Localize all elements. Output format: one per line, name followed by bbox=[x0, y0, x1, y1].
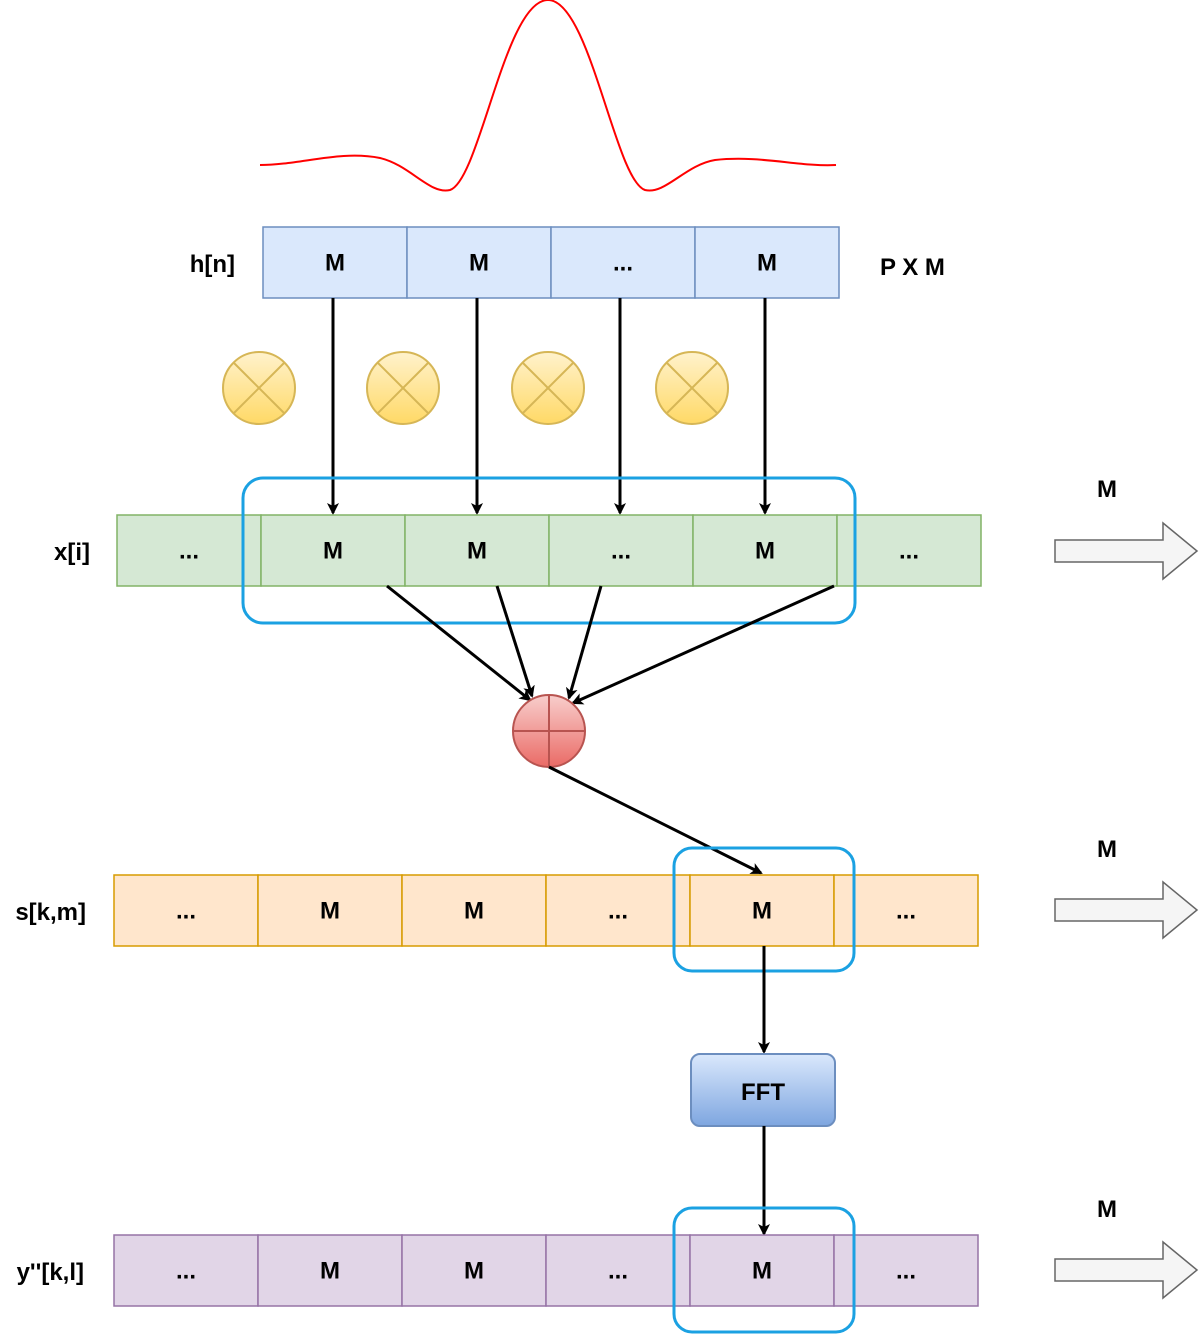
s-cell-text: ... bbox=[608, 898, 628, 925]
x-cell: M bbox=[260, 514, 406, 587]
x-cell-text: ... bbox=[611, 538, 631, 565]
y-shift-label: M bbox=[1097, 1196, 1117, 1223]
x-to-sum-arrow-4 bbox=[571, 584, 835, 705]
h-cell: M bbox=[406, 226, 552, 299]
fft-block: FFT bbox=[690, 1053, 836, 1127]
s-cell: M bbox=[401, 874, 547, 947]
s-cell-text: M bbox=[320, 898, 340, 925]
y-cell-text: ... bbox=[176, 1258, 196, 1285]
fft-label: FFT bbox=[741, 1079, 785, 1106]
h-cell-text: ... bbox=[613, 250, 633, 277]
x-cell: M bbox=[404, 514, 550, 587]
s-cell-text: ... bbox=[896, 898, 916, 925]
x-cell: ... bbox=[836, 514, 982, 587]
sum-circle-icon bbox=[512, 694, 586, 768]
s-cell-text: M bbox=[464, 898, 484, 925]
s-cell-text: M bbox=[752, 898, 772, 925]
x-cell: ... bbox=[548, 514, 694, 587]
h-cell-text: M bbox=[325, 250, 345, 277]
y-cell: ... bbox=[113, 1234, 259, 1307]
h-row-label: h[n] bbox=[190, 251, 235, 278]
shift-arrow-icon bbox=[1054, 521, 1199, 581]
s-cell: ... bbox=[113, 874, 259, 947]
multiply-circle-icon bbox=[366, 351, 440, 425]
sum-to-s-arrow bbox=[548, 765, 763, 875]
x-cell: ... bbox=[116, 514, 262, 587]
x-to-sum-arrow-3 bbox=[565, 585, 603, 700]
y-window-highlight bbox=[672, 1206, 856, 1334]
h-cell: M bbox=[262, 226, 408, 299]
y-cell-text: M bbox=[752, 1258, 772, 1285]
y-cell: M bbox=[401, 1234, 547, 1307]
h-cell: M bbox=[694, 226, 840, 299]
x-to-sum-arrow-2 bbox=[495, 585, 535, 698]
s-cell: ... bbox=[833, 874, 979, 947]
x-cell-text: ... bbox=[899, 538, 919, 565]
y-cell: M bbox=[689, 1234, 835, 1307]
x-cell-text: M bbox=[755, 538, 775, 565]
s-cell: ... bbox=[545, 874, 691, 947]
y-cell: M bbox=[257, 1234, 403, 1307]
x-to-sum-arrow-1 bbox=[386, 584, 532, 702]
x-row: ... M M... M... bbox=[116, 514, 982, 587]
s-cell: M bbox=[689, 874, 835, 947]
s-cell: M bbox=[257, 874, 403, 947]
h-cell-text: M bbox=[757, 250, 777, 277]
y-cell-text: ... bbox=[608, 1258, 628, 1285]
x-shift-label: M bbox=[1097, 476, 1117, 503]
multiply-circle-icon bbox=[655, 351, 729, 425]
y-cell-text: ... bbox=[896, 1258, 916, 1285]
y-cell: ... bbox=[833, 1234, 979, 1307]
h-size-label: P X M bbox=[880, 254, 945, 281]
x-cell-text: ... bbox=[179, 538, 199, 565]
x-cell: M bbox=[692, 514, 838, 587]
multiply-circle-icon bbox=[511, 351, 585, 425]
s-row-label: s[k,m] bbox=[15, 899, 86, 926]
multiply-circle-icon bbox=[222, 351, 296, 425]
y-row: ... M M... M... bbox=[113, 1234, 979, 1307]
y-cell-text: M bbox=[320, 1258, 340, 1285]
h-cell-text: M bbox=[469, 250, 489, 277]
y-cell: ... bbox=[545, 1234, 691, 1307]
x-row-label: x[i] bbox=[54, 539, 90, 566]
x-cell-text: M bbox=[467, 538, 487, 565]
x-cell-text: M bbox=[323, 538, 343, 565]
shift-arrow-icon bbox=[1054, 1240, 1199, 1300]
sinc-filter-curve bbox=[259, 0, 837, 192]
s-cell-text: ... bbox=[176, 898, 196, 925]
s-row: ... M M... M... bbox=[113, 874, 979, 947]
h-cell: ... bbox=[550, 226, 696, 299]
y-cell-text: M bbox=[464, 1258, 484, 1285]
h-row: M M... M bbox=[262, 226, 840, 299]
s-shift-label: M bbox=[1097, 836, 1117, 863]
x-window-highlight bbox=[241, 476, 857, 625]
shift-arrow-icon bbox=[1054, 880, 1199, 940]
y-row-label: y''[k,l] bbox=[17, 1259, 84, 1286]
